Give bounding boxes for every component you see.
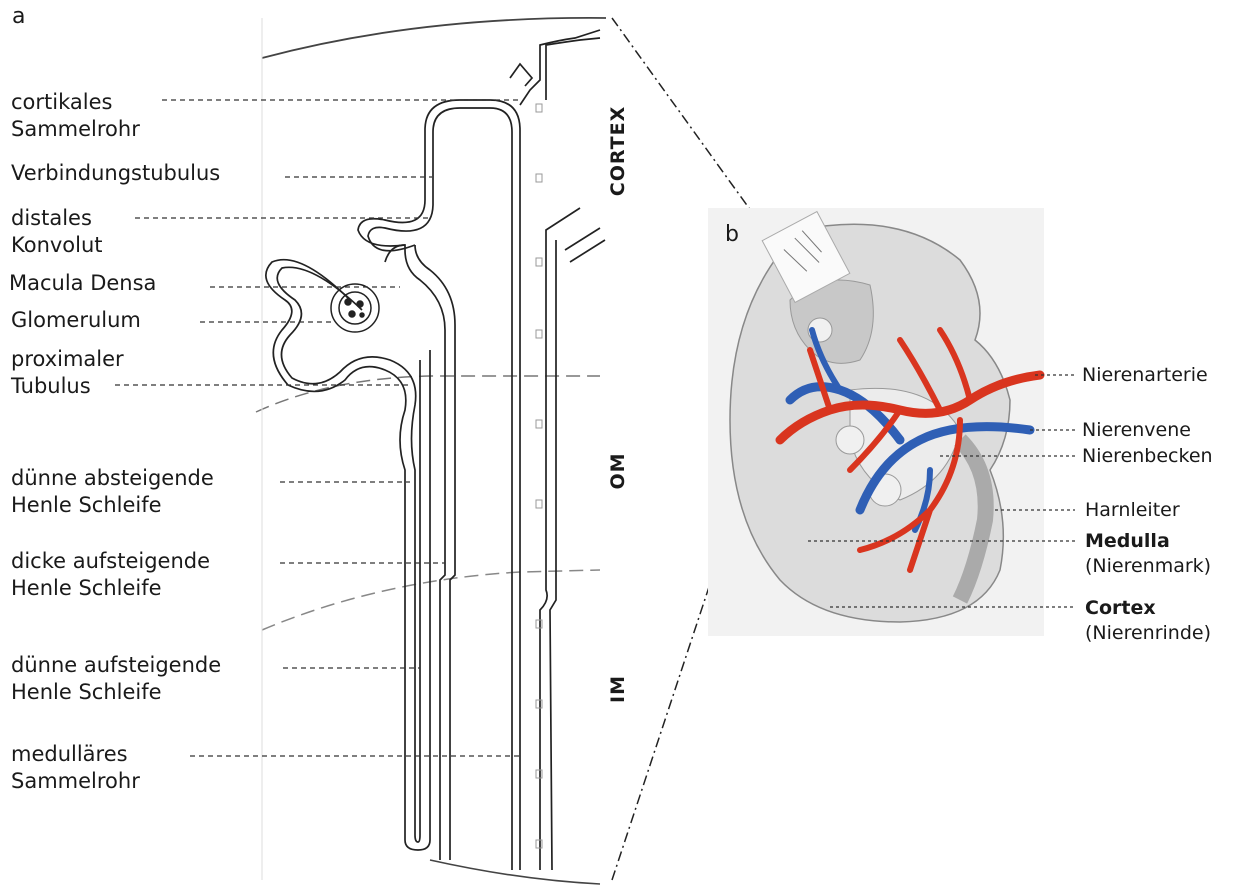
label-line: Tubulus — [11, 373, 124, 400]
zone-label-om: OM — [607, 431, 629, 511]
label-duenne-absteigende-henle: dünne absteigende Henle Schleife — [11, 465, 214, 519]
label-line: dünne absteigende — [11, 465, 214, 492]
label-proximaler-tubulus: proximaler Tubulus — [11, 346, 124, 400]
cortex-outer-boundary — [262, 18, 606, 58]
label-nierenarterie: Nierenarterie — [1082, 363, 1208, 388]
panel-a-letter: a — [12, 4, 25, 29]
label-line: dünne aufsteigende — [11, 652, 221, 679]
nephron-tubule — [266, 30, 605, 870]
label-line: Henle Schleife — [11, 492, 214, 519]
label-line: Verbindungstubulus — [11, 160, 220, 187]
label-medulla-sub: (Nierenmark) — [1085, 554, 1211, 579]
label-medullaeres-sammelrohr: medulläres Sammelrohr — [11, 741, 140, 795]
zone-label-im: IM — [607, 649, 629, 729]
label-medulla-title: Medulla — [1085, 529, 1211, 554]
panel-b-letter: b — [725, 222, 739, 247]
label-nierenvene: Nierenvene — [1082, 418, 1191, 443]
cortex-om-boundary — [256, 376, 600, 412]
label-verbindungstubulus: Verbindungstubulus — [11, 160, 220, 187]
im-bottom-curve — [430, 860, 600, 884]
label-macula-densa: Macula Densa — [9, 270, 156, 297]
label-line: Sammelrohr — [11, 768, 140, 795]
label-cortex-sub: (Nierenrinde) — [1085, 621, 1211, 646]
label-duenne-aufsteigende-henle: dünne aufsteigende Henle Schleife — [11, 652, 221, 706]
label-line: Henle Schleife — [11, 575, 210, 602]
label-distales-konvolut: distales Konvolut — [11, 205, 103, 259]
label-line: distales — [11, 205, 103, 232]
zone-label-cortex: CORTEX — [607, 101, 629, 201]
label-dicke-aufsteigende-henle: dicke aufsteigende Henle Schleife — [11, 548, 210, 602]
label-nierenbecken: Nierenbecken — [1082, 444, 1213, 469]
label-line: cortikales — [11, 89, 140, 116]
label-line: Henle Schleife — [11, 679, 221, 706]
label-cortex: Cortex (Nierenrinde) — [1085, 596, 1211, 646]
label-cortikales-sammelrohr: cortikales Sammelrohr — [11, 89, 140, 143]
duct-markers — [536, 104, 542, 848]
label-line: Konvolut — [11, 232, 103, 259]
label-cortex-title: Cortex — [1085, 596, 1211, 621]
label-harnleiter: Harnleiter — [1085, 498, 1180, 523]
label-line: Glomerulum — [11, 307, 141, 334]
label-line: Sammelrohr — [11, 116, 140, 143]
label-line: proximaler — [11, 346, 124, 373]
label-line: dicke aufsteigende — [11, 548, 210, 575]
label-glomerulum: Glomerulum — [11, 307, 141, 334]
label-medulla: Medulla (Nierenmark) — [1085, 529, 1211, 579]
label-line: Macula Densa — [9, 270, 156, 297]
label-line: medulläres — [11, 741, 140, 768]
glomerulum — [331, 284, 379, 332]
